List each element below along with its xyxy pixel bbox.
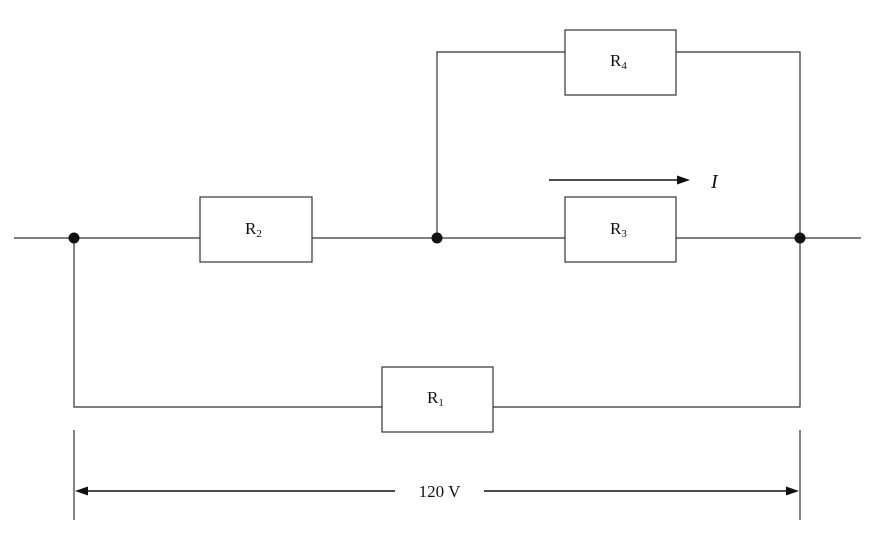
resistor-r2: R2 — [199, 196, 313, 263]
current-arrow — [549, 175, 690, 185]
wire-r1-left-branch — [73, 238, 382, 408]
dimension-arrowhead-left-icon — [75, 486, 88, 496]
resistor-r3-label: R3 — [610, 219, 627, 240]
resistor-r1: R1 — [381, 366, 494, 433]
current-label: I — [710, 171, 719, 193]
resistor-r2-label: R2 — [245, 219, 262, 240]
wire-r4-left-branch — [436, 51, 565, 238]
junction-node-left — [68, 232, 80, 244]
current-arrowhead-icon — [677, 175, 690, 185]
voltage-label: 120 V — [419, 482, 461, 501]
dimension-arrowhead-right-icon — [786, 486, 799, 496]
junction-node-middle — [431, 232, 443, 244]
wires — [14, 51, 861, 408]
wire-r4-right-branch — [676, 51, 801, 238]
resistor-r4: R4 — [564, 29, 677, 96]
resistor-r1-label: R1 — [427, 388, 444, 409]
resistor-r3: R3 — [564, 196, 677, 263]
wire-r1-right-branch — [493, 238, 801, 408]
voltage-dimension — [73, 430, 801, 520]
junction-node-right — [794, 232, 806, 244]
resistor-r4-label: R4 — [610, 51, 627, 72]
